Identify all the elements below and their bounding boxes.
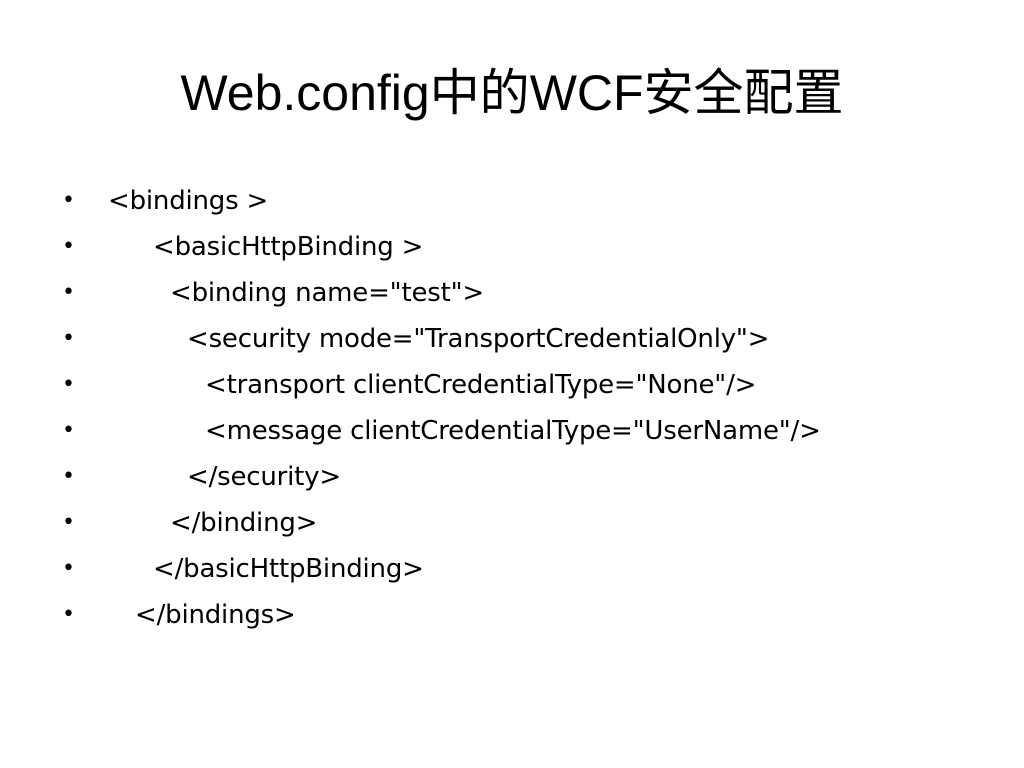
title-part-wcf: WCF	[529, 65, 644, 121]
code-line: <message clientCredentialType="UserName"…	[205, 416, 821, 446]
bullet-dot: •	[62, 372, 75, 397]
code-line: <transport clientCredentialType="None"/>	[205, 370, 757, 400]
code-line: <bindings >	[108, 186, 269, 216]
bullet-list: • <bindings > • <basicHttpBinding > • <b…	[0, 178, 1024, 638]
list-item: • </security>	[0, 454, 1024, 500]
code-line: <binding name="test">	[170, 278, 484, 308]
bullet-dot: •	[62, 280, 75, 305]
list-item: • <message clientCredentialType="UserNam…	[0, 408, 1024, 454]
bullet-dot: •	[62, 602, 75, 627]
code-line: </basicHttpBinding>	[153, 554, 424, 584]
title-part-zhongde: 中的	[429, 64, 530, 122]
list-item: • <binding name="test">	[0, 270, 1024, 316]
bullet-dot: •	[62, 188, 75, 213]
list-item: • <basicHttpBinding >	[0, 224, 1024, 270]
list-item: • <transport clientCredentialType="None"…	[0, 362, 1024, 408]
code-line: <security mode="TransportCredentialOnly"…	[187, 324, 770, 354]
title-part-webconfig: Web.config	[180, 65, 430, 121]
list-item: • <bindings >	[0, 178, 1024, 224]
bullet-dot: •	[62, 556, 75, 581]
bullet-dot: •	[62, 464, 75, 489]
code-line: </binding>	[170, 508, 318, 538]
bullet-dot: •	[62, 418, 75, 443]
code-line: </bindings>	[135, 600, 296, 630]
bullet-dot: •	[62, 326, 75, 351]
list-item: • </binding>	[0, 500, 1024, 546]
bullet-dot: •	[62, 234, 75, 259]
list-item: • </basicHttpBinding>	[0, 546, 1024, 592]
code-line: <basicHttpBinding >	[153, 232, 424, 262]
bullet-dot: •	[62, 510, 75, 535]
code-line: </security>	[187, 462, 341, 492]
slide-title: Web.config中的WCF安全配置	[0, 58, 1024, 128]
title-part-anquanpeizhi: 安全配置	[643, 64, 844, 122]
list-item: • </bindings>	[0, 592, 1024, 638]
list-item: • <security mode="TransportCredentialOnl…	[0, 316, 1024, 362]
